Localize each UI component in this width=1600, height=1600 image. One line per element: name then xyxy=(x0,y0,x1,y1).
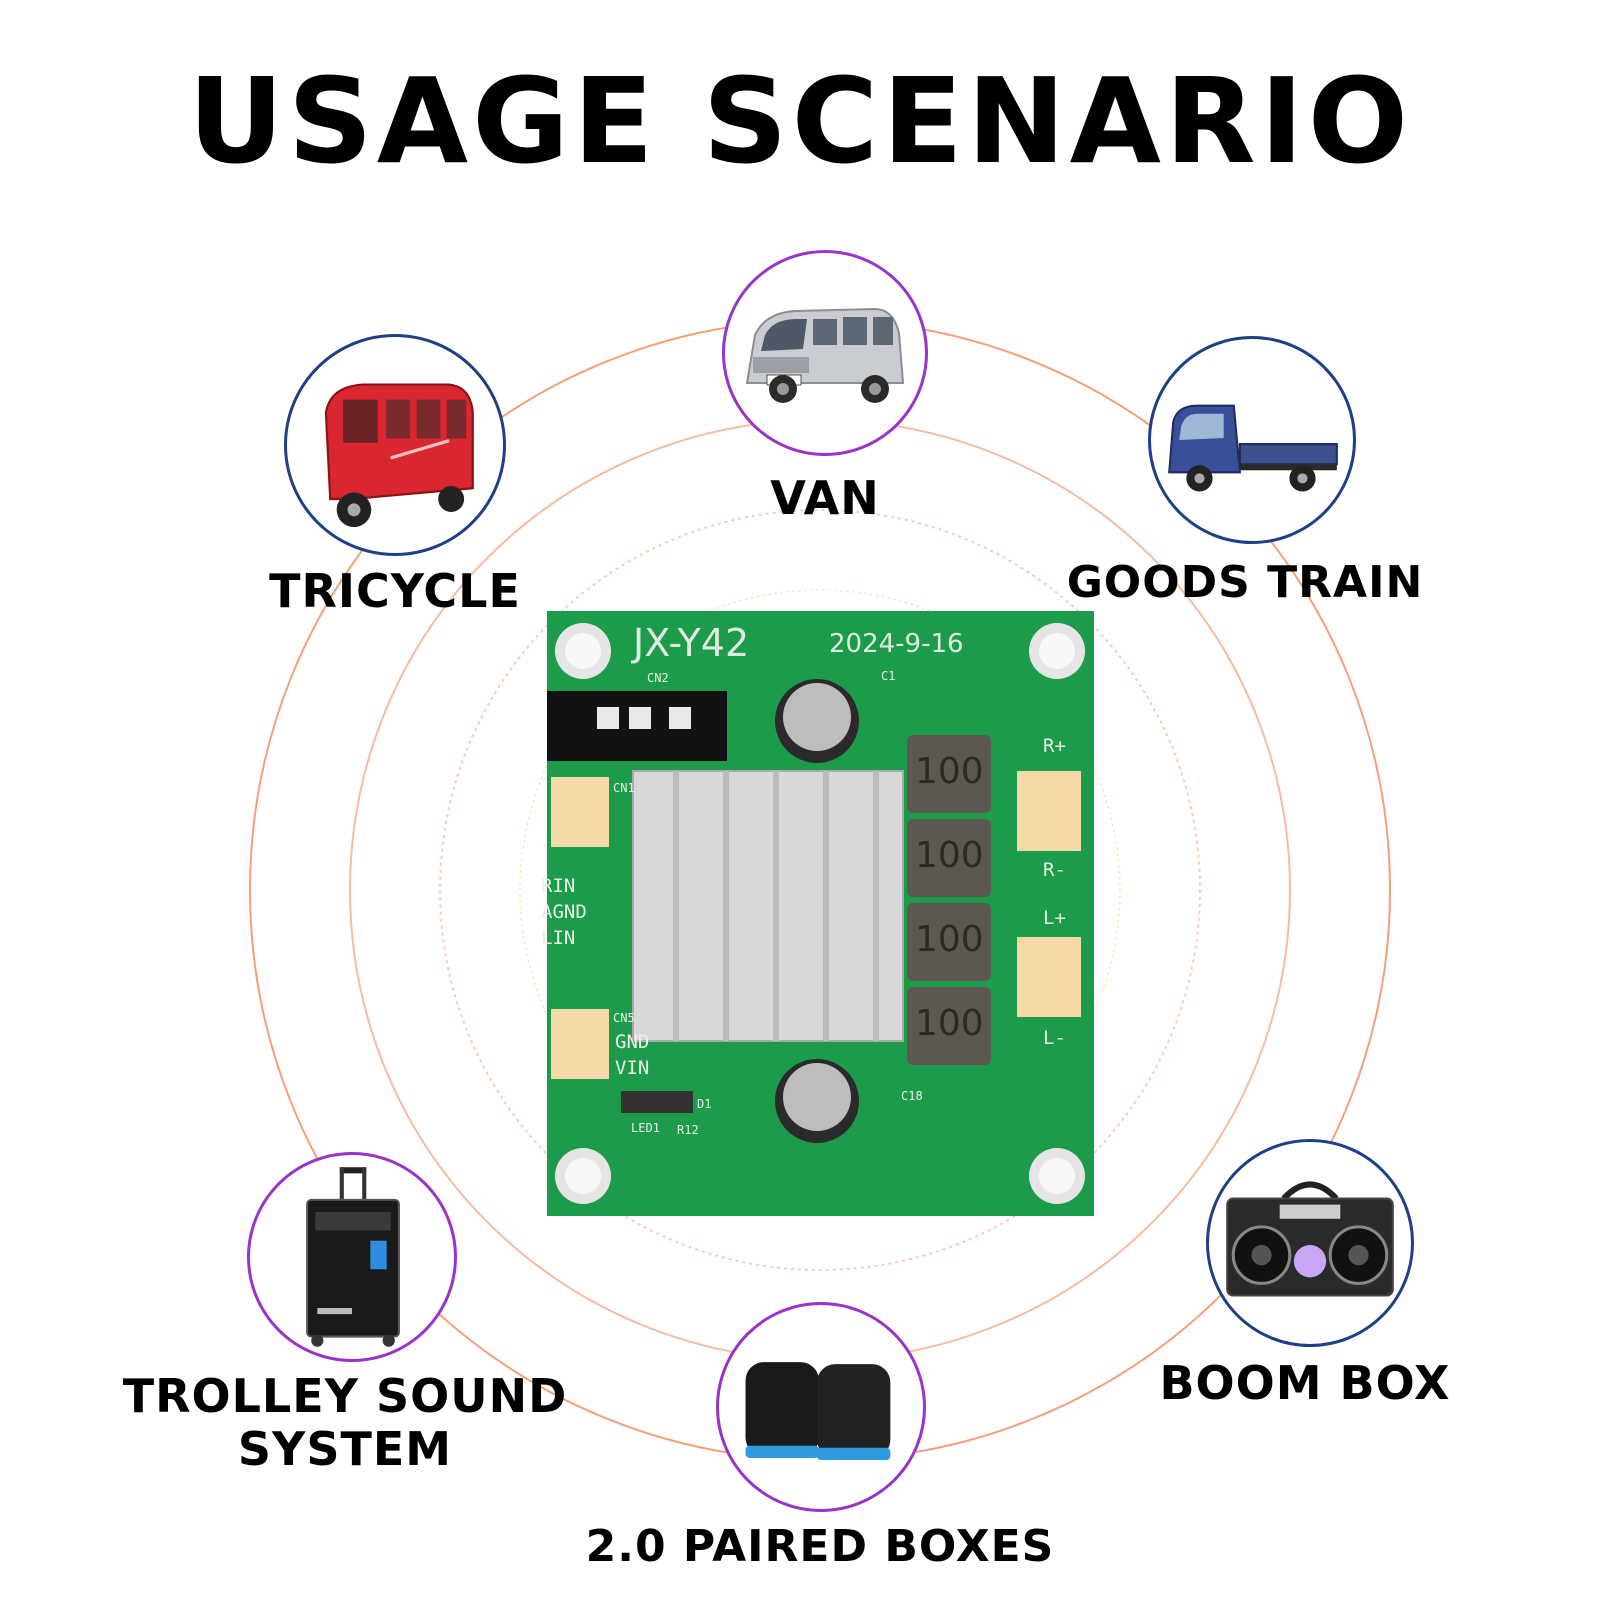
pin-label-l-minus: L- xyxy=(1043,1027,1066,1049)
scene-goods-train xyxy=(1148,336,1356,544)
pin-label-l-plus: L+ xyxy=(1043,907,1066,929)
board-model: JX-Y42 xyxy=(633,621,750,665)
truck-icon xyxy=(1168,404,1338,492)
pin-label-r-plus: R+ xyxy=(1043,735,1066,757)
scene-boom-box xyxy=(1206,1139,1414,1347)
part-label-cn5: CN5 xyxy=(613,1011,635,1025)
part-label-c18: C18 xyxy=(901,1089,923,1103)
pin-label-rin: RIN xyxy=(541,875,576,897)
scenario-label-van: VAN xyxy=(770,471,880,525)
boombox-icon xyxy=(1226,1181,1394,1297)
inductor-label: 100 xyxy=(915,835,984,876)
paired-speakers-icon xyxy=(745,1362,891,1461)
amplifier-board: JX-Y42 2024-9-16 100 100 100 100 RIN AGN… xyxy=(541,611,1094,1216)
inductor-label: 100 xyxy=(915,1003,984,1044)
pin-label-r-minus: R- xyxy=(1043,859,1066,881)
page-title: USAGE SCENARIO xyxy=(187,52,1412,190)
part-label-r12: R12 xyxy=(677,1123,699,1137)
part-label-c1: C1 xyxy=(881,669,896,683)
scene-tricycle xyxy=(284,334,506,556)
pin-label-gnd: GND xyxy=(615,1031,650,1053)
board-date: 2024-9-16 xyxy=(829,629,964,659)
trolley-speaker-icon xyxy=(306,1167,400,1347)
van-icon xyxy=(745,307,905,403)
scene-trolley-sound-system xyxy=(247,1152,457,1362)
part-label-d1: D1 xyxy=(697,1097,712,1111)
pin-label-agnd: AGND xyxy=(541,901,587,923)
pcb-graphic xyxy=(547,611,1094,1216)
scenario-label-trolley-sound-system: TROLLEY SOUND SYSTEM xyxy=(122,1369,568,1476)
tricycle-icon xyxy=(324,383,474,528)
scenario-label-boom-box: BOOM BOX xyxy=(1159,1356,1451,1410)
scenario-label-goods-train: GOODS TRAIN xyxy=(1066,557,1424,608)
pin-label-vin: VIN xyxy=(615,1057,650,1079)
inductor-label: 100 xyxy=(915,919,984,960)
scene-van xyxy=(722,250,928,456)
scenario-label-paired-boxes: 2.0 PAIRED BOXES xyxy=(585,1521,1055,1572)
scene-paired-boxes xyxy=(716,1302,926,1512)
part-label-cn1: CN1 xyxy=(613,781,635,795)
part-label-led1: LED1 xyxy=(631,1121,660,1135)
inductor-label: 100 xyxy=(915,751,984,792)
pin-label-lin: LIN xyxy=(541,927,576,949)
scenario-label-tricycle: TRICYCLE xyxy=(269,564,521,618)
part-label-cn2: CN2 xyxy=(647,671,669,685)
